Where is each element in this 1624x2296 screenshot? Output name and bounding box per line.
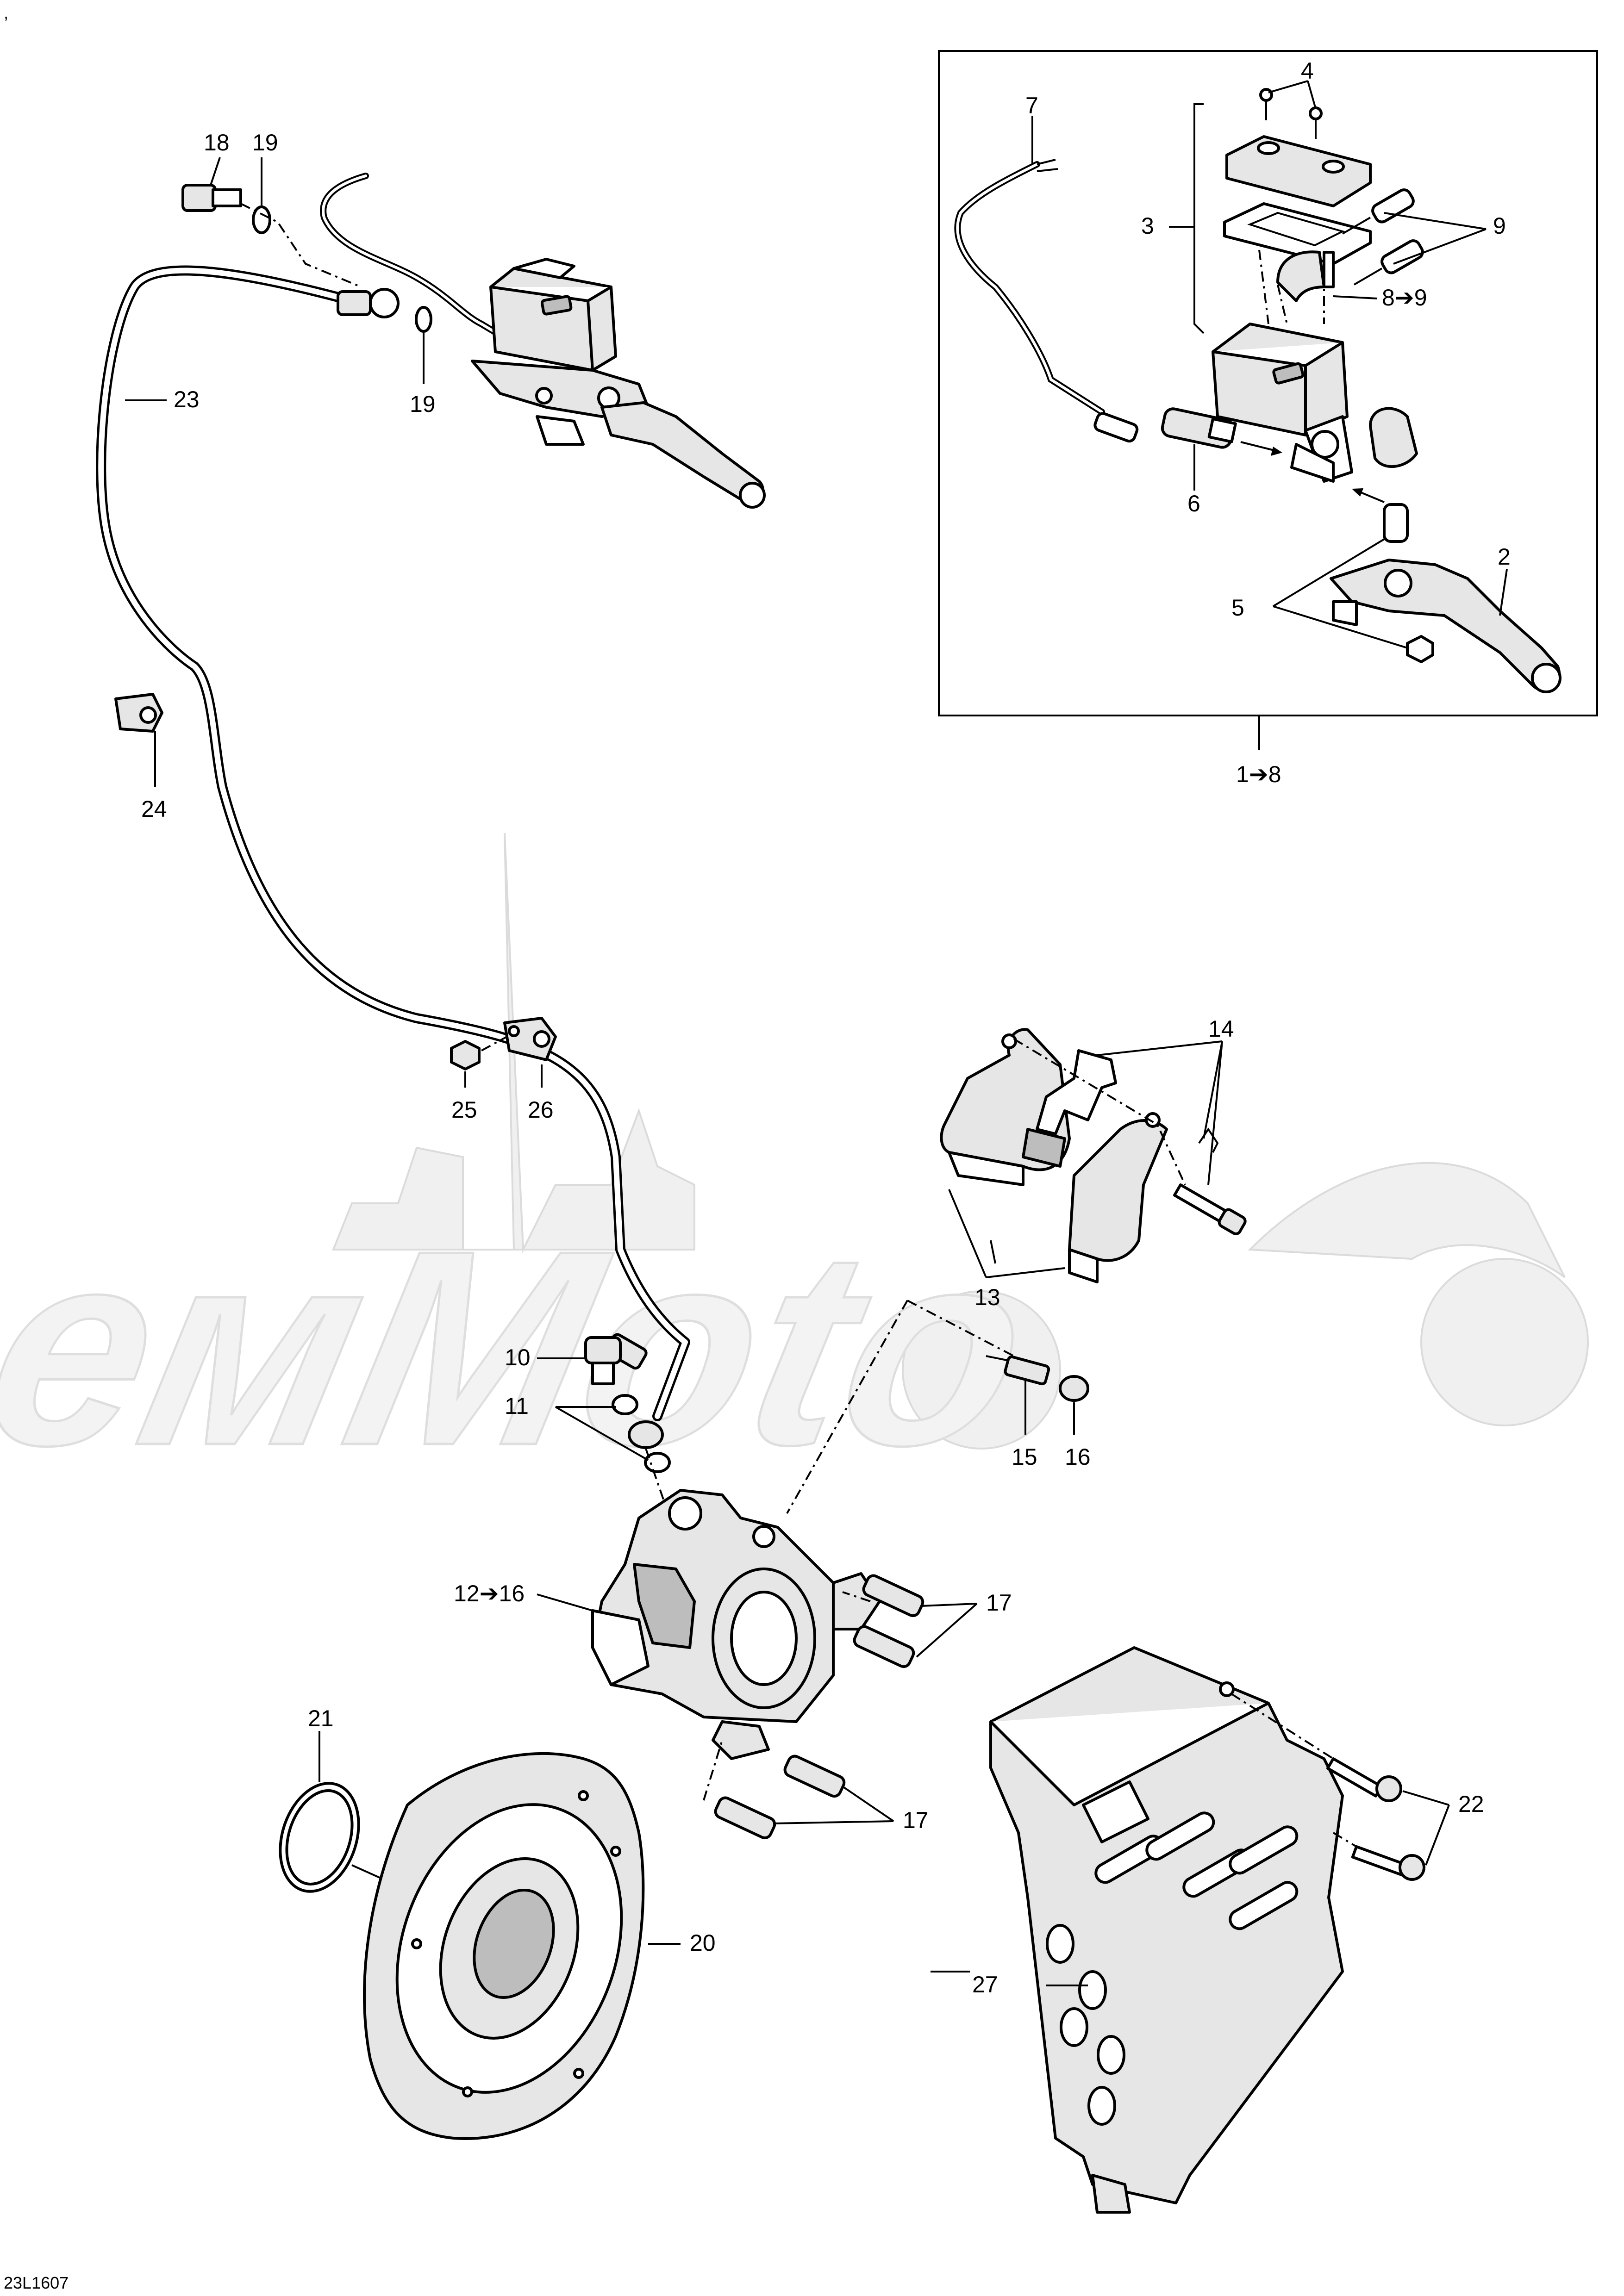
part-8-clamp — [1276, 250, 1335, 302]
pad-spring — [1022, 1049, 1117, 1168]
callout-17a: 17 — [986, 1590, 1012, 1616]
callout-9: 9 — [1493, 213, 1506, 239]
part-9-clamp-bolts — [1342, 188, 1424, 286]
callout-19b: 19 — [410, 391, 436, 417]
watermark: AeмMoto — [0, 833, 1589, 1504]
callout-24: 24 — [141, 796, 167, 822]
part-19-sealing-washer — [252, 205, 432, 333]
drawing-code: 23L1607 — [4, 2273, 69, 2292]
callout-11: 11 — [505, 1393, 529, 1419]
callout-21: 21 — [308, 1705, 334, 1731]
part-6-brake-light-switch — [1161, 407, 1237, 449]
callout-15: 15 — [1012, 1444, 1037, 1470]
part-25-nut — [450, 1040, 481, 1070]
callout-13: 13 — [974, 1284, 1000, 1310]
callout-17b: 17 — [903, 1807, 929, 1833]
callout-14: 14 — [1208, 1016, 1234, 1042]
part-14-pad-pin — [1173, 1127, 1247, 1235]
part-22-screws — [1326, 1757, 1425, 1881]
callout-16: 16 — [1065, 1444, 1091, 1470]
callout-3: 3 — [1141, 213, 1154, 239]
callout-4: 4 — [1301, 58, 1314, 84]
corner-mark: , — [4, 3, 8, 22]
part-7-switch-wiring — [954, 159, 1139, 443]
part-20-brake-disc — [363, 1752, 645, 2140]
callout-25: 25 — [451, 1097, 477, 1123]
callout-5: 5 — [1231, 595, 1244, 621]
part-27-caliper-guard — [989, 1646, 1344, 2214]
callout-12-16: 12➔16 — [454, 1580, 525, 1606]
callout-10: 10 — [505, 1344, 531, 1370]
callout-8-9: 8➔9 — [1382, 285, 1427, 311]
callout-18: 18 — [204, 130, 230, 156]
callout-26: 26 — [528, 1097, 554, 1123]
part-2-brake-lever — [1330, 559, 1562, 693]
part-18-banjo-bolt — [181, 184, 242, 212]
callout-2: 2 — [1498, 544, 1511, 570]
part-24-hose-clip — [114, 693, 163, 733]
master-cylinder-main — [471, 258, 650, 446]
part-2-brake-lever-main — [600, 401, 766, 509]
callout-22: 22 — [1458, 1791, 1484, 1817]
watermark-text: AeмMoto — [0, 1193, 1054, 1503]
part-16-bleeder-cap — [1059, 1375, 1089, 1402]
callout-19a: 19 — [252, 130, 278, 156]
part-17-caliper-bolts — [714, 1574, 924, 1840]
callout-1-8: 1➔8 — [1236, 761, 1281, 787]
part-11-sealing-washers — [612, 1394, 671, 1473]
part-21-o-ring — [279, 1782, 360, 1893]
reservoir-boot — [1369, 407, 1418, 468]
part-5-lever-pivot — [1383, 503, 1434, 663]
callout-7: 7 — [1025, 93, 1038, 118]
part-7-wire-main — [320, 173, 508, 341]
part-3-reservoir-cover-assembly — [1223, 135, 1372, 265]
callout-23: 23 — [174, 386, 200, 412]
callout-6: 6 — [1187, 491, 1200, 516]
callout-20: 20 — [690, 1930, 716, 1956]
part-26-hose-clip — [503, 1017, 557, 1061]
master-cylinder-kit-frame — [938, 50, 1598, 716]
caliper-assembly — [591, 1489, 881, 1760]
part-10-banjo-bolt — [584, 1336, 622, 1385]
master-cylinder-inset — [1212, 323, 1353, 483]
callout-27: 27 — [972, 1972, 998, 1997]
part-23-brake-hose — [96, 265, 690, 1421]
